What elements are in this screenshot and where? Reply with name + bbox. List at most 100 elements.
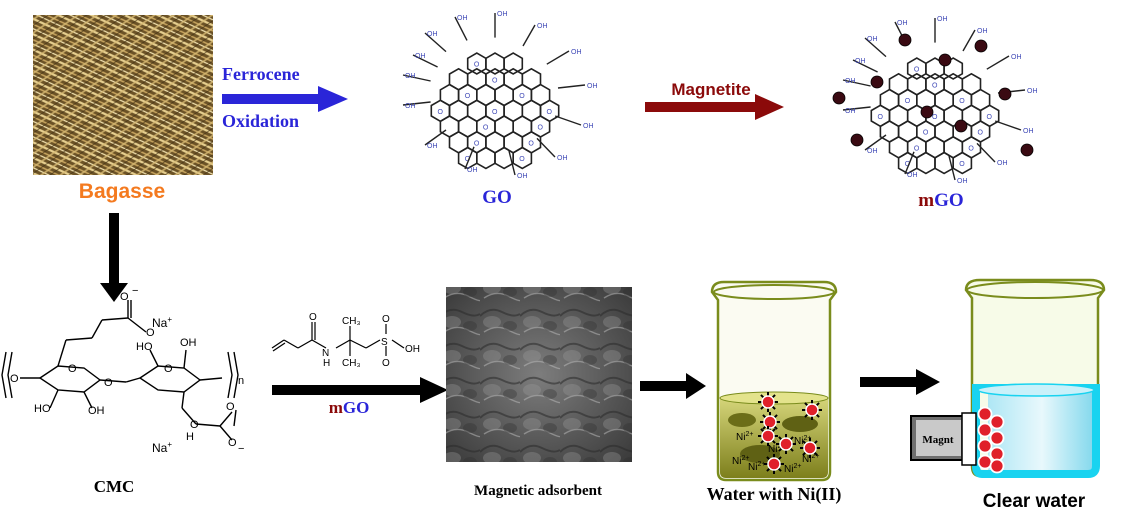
go-label: GO (482, 187, 512, 208)
magnet-label: Magnt (922, 434, 954, 446)
svg-text:O: O (164, 363, 173, 375)
ni-ion-label: Ni2+ (732, 455, 749, 467)
ni-ion-label: Ni2+ (784, 463, 801, 475)
magnetite-particle (998, 87, 1012, 101)
ferrocene-label: Ferrocene (222, 64, 300, 84)
svg-text:O: O (905, 161, 911, 168)
graphene-ring (512, 146, 533, 170)
svg-text:−: − (132, 285, 138, 297)
oh-group: OH (537, 23, 548, 30)
oh-group: OH (897, 20, 908, 27)
water-with-ni-label: Water with Ni(II) (707, 484, 842, 505)
svg-text:O: O (547, 109, 553, 116)
svg-text:O: O (519, 93, 525, 100)
na-plus-1: Na+ (152, 315, 172, 330)
ni-ion-label: Ni2+ (748, 461, 765, 473)
svg-text:O: O (483, 125, 489, 132)
svg-text:O: O (932, 82, 938, 89)
svg-text:O: O (977, 130, 983, 137)
magnetite-particle (850, 133, 864, 147)
svg-text:H: H (323, 358, 330, 369)
svg-text:O: O (465, 93, 471, 100)
bagasse-label: Bagasse (79, 180, 165, 203)
svg-text:O: O (68, 363, 77, 375)
cmc-label: CMC (94, 477, 135, 496)
svg-text:H: H (186, 431, 194, 443)
oh-group: OH (1011, 54, 1022, 61)
magnetic-particle (763, 415, 777, 429)
svg-text:O: O (228, 437, 237, 449)
magnetic-particle (803, 441, 817, 455)
collected-particle (989, 414, 1005, 430)
oxidation-arrow (222, 86, 348, 112)
oh-group: OH (557, 155, 568, 162)
svg-text:O: O (877, 114, 883, 121)
magnetite-particle (938, 53, 952, 67)
arrow-to-clear-beaker (860, 369, 940, 395)
oh-group: OH (427, 143, 438, 150)
svg-text:O: O (492, 109, 498, 116)
collected-particle (989, 446, 1005, 462)
svg-text:O: O (309, 312, 317, 323)
magnetite-particle (898, 33, 912, 47)
oh-group: OH (977, 28, 988, 35)
oh-group: OH (571, 49, 582, 56)
svg-text:O: O (226, 401, 235, 413)
polymerization-arrow (272, 377, 448, 403)
magnetite-particle (954, 119, 968, 133)
svg-text:O: O (987, 114, 993, 121)
svg-text:−: − (238, 443, 244, 455)
svg-text:O: O (146, 327, 155, 339)
svg-text:OH: OH (180, 337, 197, 349)
svg-text:O: O (382, 314, 390, 325)
svg-text:O: O (519, 156, 525, 163)
oh-group: OH (405, 103, 416, 110)
svg-text:O: O (492, 77, 498, 84)
oh-group: OH (1023, 128, 1034, 135)
oh-group: OH (427, 31, 438, 38)
svg-text:N: N (322, 348, 329, 359)
svg-text:S: S (381, 337, 388, 348)
magnetic-particle (779, 437, 793, 451)
svg-text:O: O (120, 291, 129, 303)
svg-text:O: O (382, 358, 390, 369)
oh-group: OH (1027, 88, 1038, 95)
graphene-ring (485, 52, 505, 75)
oh-group: OH (997, 160, 1008, 167)
svg-text:O: O (905, 98, 911, 105)
svg-text:CH₃: CH₃ (342, 358, 361, 369)
magnetite-arrow (645, 94, 784, 120)
magnetic-particle (767, 457, 781, 471)
svg-text:O: O (959, 98, 965, 105)
svg-text:O: O (104, 377, 113, 389)
svg-text:O: O (10, 373, 19, 385)
svg-text:O: O (437, 109, 443, 116)
collected-particle (977, 406, 993, 422)
magnetite-label: Magnetite (671, 80, 750, 99)
svg-text:O: O (914, 67, 920, 74)
magnetite-particle (832, 91, 846, 105)
oh-group: OH (867, 36, 878, 43)
collected-particle (977, 438, 993, 454)
oh-group: OH (937, 16, 948, 23)
oh-group: OH (583, 123, 594, 130)
magnetite-particle (870, 75, 884, 89)
oh-group: OH (855, 58, 866, 65)
svg-text:O: O (465, 156, 471, 163)
svg-text:CH₃: CH₃ (342, 316, 361, 327)
svg-text:O: O (923, 130, 929, 137)
magnetic-adsorbent-label: Magnetic adsorbent (474, 483, 602, 499)
bagasse-photo (33, 15, 213, 175)
cmc-structure (1, 300, 239, 441)
sem-image (446, 287, 632, 462)
down-arrow (100, 213, 128, 302)
amps-molecule (271, 322, 405, 356)
na-plus-2: Na+ (152, 440, 172, 455)
oh-group: OH (415, 53, 426, 60)
svg-text:O: O (537, 125, 543, 132)
collected-particle (977, 454, 993, 470)
magnetic-particle (761, 395, 775, 409)
